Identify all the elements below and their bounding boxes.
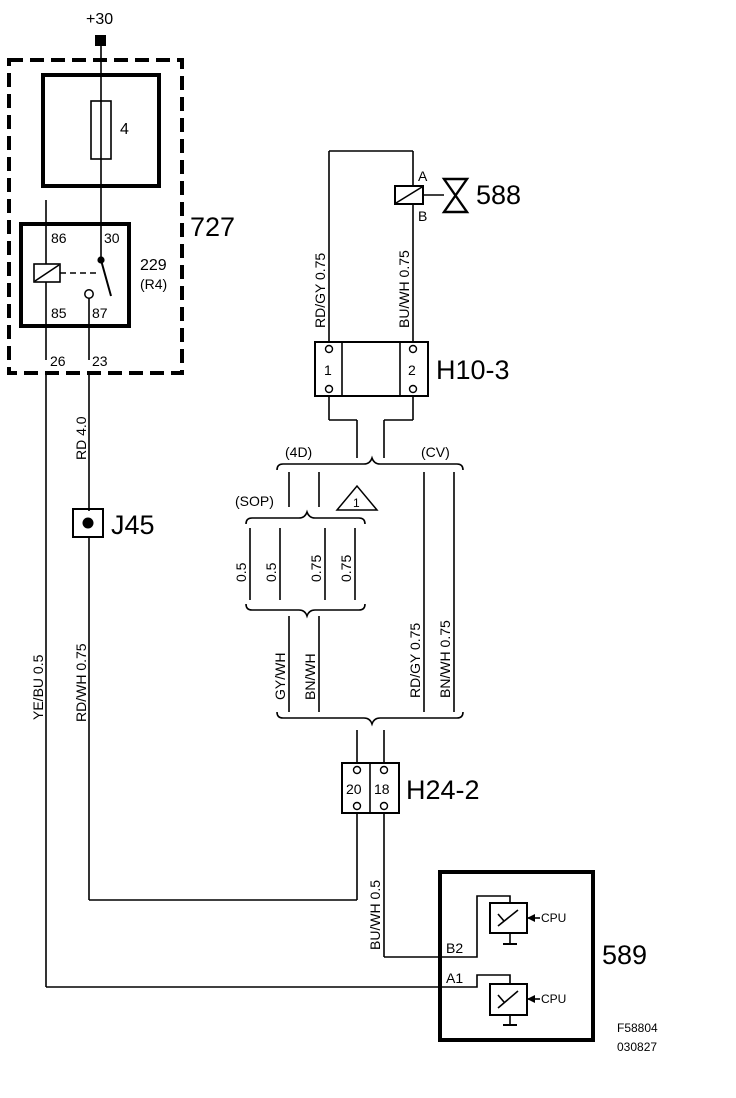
wire-rdgy-cv-label: RD/GY 0.75 bbox=[407, 623, 423, 698]
driver2-arrow-icon bbox=[527, 995, 535, 1003]
fuse-label: 4 bbox=[120, 121, 129, 138]
valve-pin-b: B bbox=[418, 208, 427, 224]
connector-h10-pin1-bottom bbox=[324, 384, 334, 394]
driver2-diagonal bbox=[497, 990, 519, 1009]
supply-label: +30 bbox=[86, 11, 113, 28]
sop-brace bbox=[245, 509, 366, 525]
connector-h24-pin18: 18 bbox=[374, 781, 390, 797]
valve-icon bbox=[441, 177, 470, 214]
relay-pin-85: 85 bbox=[51, 305, 67, 321]
pin-23-label: 23 bbox=[92, 353, 108, 369]
wire-gywh-label: GY/WH bbox=[272, 653, 288, 700]
connector-h24-pin18-bottom bbox=[379, 801, 389, 811]
driver1-arrow-icon bbox=[527, 914, 535, 922]
connector-h10-label: H10-3 bbox=[436, 355, 510, 385]
j45-label: J45 bbox=[111, 510, 155, 540]
unit-727-label: 727 bbox=[190, 212, 235, 242]
wire-yebu-label: YE/BU 0.5 bbox=[30, 654, 46, 720]
connector-h10-pin1-top bbox=[324, 344, 334, 354]
figure-ref: F58804 bbox=[617, 1021, 658, 1035]
driver1-mark bbox=[497, 913, 505, 922]
connector-h10-3 bbox=[314, 341, 429, 397]
variant-brace-bottom bbox=[276, 711, 464, 727]
wire-rd-label: RD 4.0 bbox=[73, 416, 89, 460]
j45-box bbox=[72, 508, 104, 538]
warning-note-number: 1 bbox=[353, 496, 360, 510]
gauge-label-1: 0.5 bbox=[233, 562, 249, 582]
valve-label: 588 bbox=[476, 180, 521, 210]
connector-h24-pin18-top bbox=[379, 765, 389, 775]
wire-buwh-bottom-label: BU/WH 0.5 bbox=[367, 880, 383, 950]
relay-sub-label: (R4) bbox=[140, 276, 167, 292]
sop-brace-bottom bbox=[245, 603, 366, 619]
wire-rdwh-label: RD/WH 0.75 bbox=[73, 643, 89, 722]
driver2-cpu-label: CPU bbox=[541, 992, 566, 1006]
module-pin-a1: A1 bbox=[446, 970, 463, 986]
wire-rdgy-top-label: RD/GY 0.75 bbox=[312, 253, 328, 328]
relay-contact-arm bbox=[100, 259, 112, 297]
relay-pin-86: 86 bbox=[51, 230, 67, 246]
connector-h24-pin20-bottom bbox=[352, 801, 362, 811]
warning-triangle-icon bbox=[335, 484, 379, 511]
connector-h10-pin2-top bbox=[408, 344, 418, 354]
valve-coil-diagonal bbox=[395, 186, 423, 204]
connector-h24-pin20-top bbox=[352, 765, 362, 775]
wire-buwh-top-label: BU/WH 0.75 bbox=[396, 250, 412, 328]
relay-label: 229 bbox=[140, 257, 167, 274]
driver1-wire bbox=[471, 895, 511, 958]
variant-cv: (CV) bbox=[421, 444, 450, 460]
gauge-label-2: 0.5 bbox=[263, 562, 279, 582]
driver2-wire bbox=[471, 974, 511, 988]
gauge-label-3: 0.75 bbox=[308, 555, 324, 582]
variant-brace-top bbox=[276, 455, 464, 471]
wire-bnwh-cv-label: BN/WH 0.75 bbox=[437, 620, 453, 698]
pin-26-label: 26 bbox=[50, 353, 66, 369]
connector-h10-pin2-bottom bbox=[408, 384, 418, 394]
connector-h10-pin2: 2 bbox=[408, 362, 416, 378]
driver1-diagonal bbox=[497, 909, 519, 927]
module-589 bbox=[438, 870, 595, 1042]
unit-727-outline bbox=[7, 58, 184, 375]
module-589-label: 589 bbox=[602, 940, 647, 970]
figure-date: 030827 bbox=[617, 1040, 657, 1054]
connector-h10-pin1: 1 bbox=[324, 362, 332, 378]
variant-4d: (4D) bbox=[285, 444, 312, 460]
relay-pin-87: 87 bbox=[92, 305, 108, 321]
relay-coil-diagonal bbox=[34, 264, 60, 282]
relay-block bbox=[19, 222, 131, 328]
j45-dot bbox=[82, 517, 94, 529]
wire-bnwh-label: BN/WH bbox=[302, 653, 318, 700]
relay-pin-30: 30 bbox=[104, 230, 120, 246]
module-pin-b2: B2 bbox=[446, 940, 463, 956]
driver1-cpu-label: CPU bbox=[541, 911, 566, 925]
relay-contact-87 bbox=[84, 289, 94, 299]
connector-h24-label: H24-2 bbox=[406, 775, 480, 805]
connector-h24-pin20: 20 bbox=[346, 781, 362, 797]
driver2-mark bbox=[497, 994, 505, 1003]
variant-sop: (SOP) bbox=[235, 493, 274, 509]
valve-pin-a: A bbox=[418, 168, 428, 184]
gauge-label-4: 0.75 bbox=[338, 555, 354, 582]
supply-terminal bbox=[95, 35, 106, 46]
